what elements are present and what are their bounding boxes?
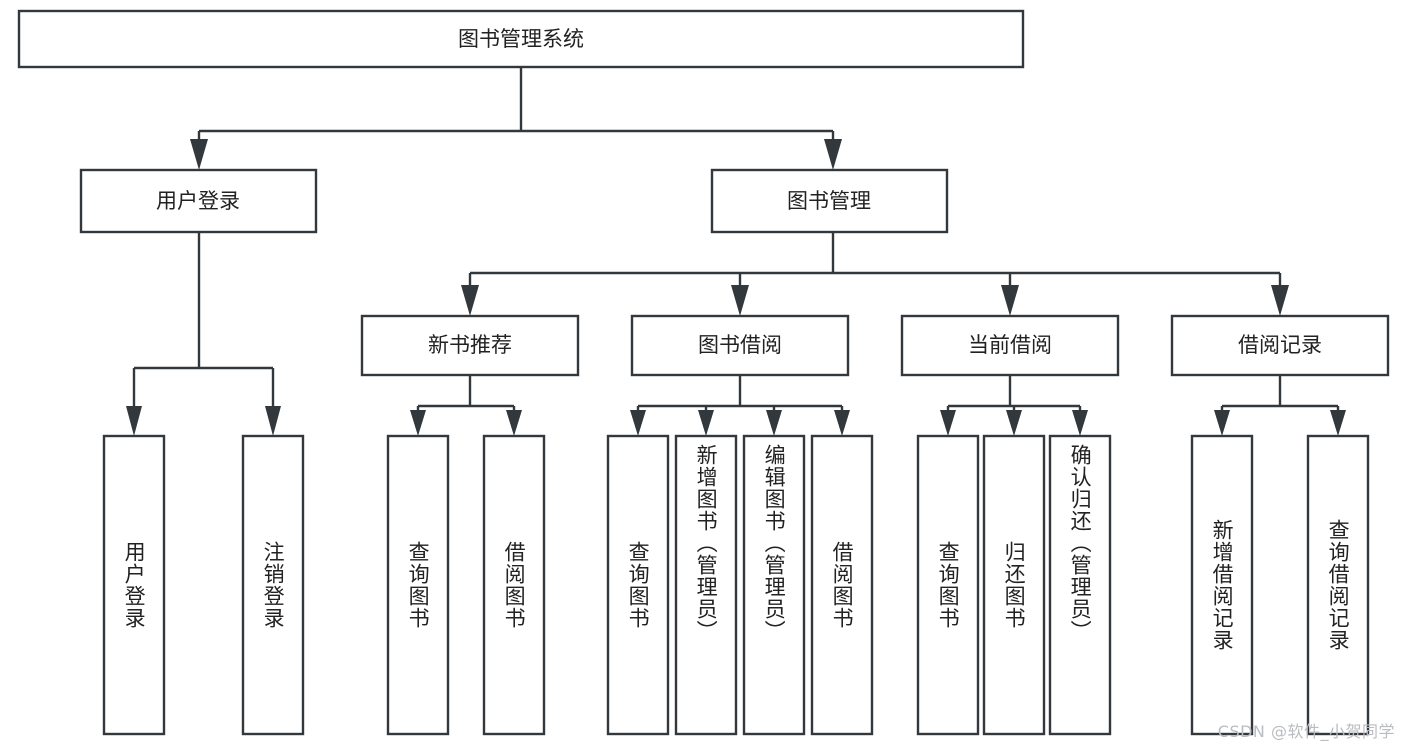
node-label-current-borrow: 当前借阅 bbox=[968, 333, 1052, 357]
node-book-management[interactable]: 图书管理 bbox=[710, 168, 949, 234]
arrow-head-leaf-borrow-book-1 bbox=[506, 410, 522, 436]
node-box-borrow-record[interactable] bbox=[1170, 314, 1390, 377]
connector-group-new-book-recommend bbox=[410, 375, 522, 436]
node-box-root[interactable] bbox=[17, 9, 1025, 69]
arrow-head-leaf-borrow-book-2 bbox=[834, 410, 850, 436]
node-label-borrow-record: 借阅记录 bbox=[1238, 333, 1322, 357]
node-book-borrow[interactable]: 图书借阅 bbox=[630, 314, 850, 377]
arrow-head-book-management bbox=[824, 139, 842, 170]
node-box-leaf-user-login[interactable] bbox=[102, 434, 166, 736]
node-box-current-borrow[interactable] bbox=[900, 314, 1120, 377]
arrow-head-leaf-query-book-3 bbox=[940, 410, 956, 436]
node-box-leaf-edit-book[interactable] bbox=[742, 434, 806, 736]
arrow-head-user-login bbox=[190, 139, 208, 170]
arrow-head-leaf-confirm-return bbox=[1072, 410, 1088, 436]
node-box-new-book-recommend[interactable] bbox=[360, 314, 580, 377]
node-box-leaf-add-record[interactable] bbox=[1190, 434, 1254, 736]
node-box-leaf-query-book-2[interactable] bbox=[606, 434, 670, 736]
node-current-borrow[interactable]: 当前借阅 bbox=[900, 314, 1120, 377]
connector-group-book-borrow bbox=[630, 375, 850, 436]
node-box-leaf-borrow-book-1[interactable] bbox=[482, 434, 546, 736]
csdn-watermark: CSDN @软件_小贺同学 bbox=[1217, 722, 1395, 741]
arrow-head-leaf-query-book-2 bbox=[630, 410, 646, 436]
arrow-head-leaf-user-login bbox=[126, 406, 142, 436]
arrow-head-book-borrow bbox=[731, 285, 749, 316]
arrow-head-leaf-logout-login bbox=[265, 406, 281, 436]
connector-group-book-management bbox=[461, 232, 1289, 316]
arrow-head-leaf-add-record bbox=[1214, 410, 1230, 436]
node-box-leaf-confirm-return[interactable] bbox=[1048, 434, 1112, 736]
node-borrow-record[interactable]: 借阅记录 bbox=[1170, 314, 1390, 377]
node-box-leaf-logout-login[interactable] bbox=[241, 434, 305, 736]
node-label-new-book-recommend: 新书推荐 bbox=[428, 333, 512, 357]
connector-group-current-borrow bbox=[940, 375, 1088, 436]
node-box-leaf-query-record[interactable] bbox=[1306, 434, 1370, 736]
node-box-leaf-query-book-3[interactable] bbox=[916, 434, 980, 736]
node-label-book-borrow: 图书借阅 bbox=[698, 333, 782, 357]
node-box-book-management[interactable] bbox=[710, 168, 949, 234]
arrow-head-leaf-query-book-1 bbox=[410, 410, 426, 436]
node-new-book-recommend[interactable]: 新书推荐 bbox=[360, 314, 580, 377]
arrow-head-new-book-recommend bbox=[461, 285, 479, 316]
connector-group-borrow-record bbox=[1214, 375, 1346, 436]
arrow-head-leaf-query-record bbox=[1330, 410, 1346, 436]
node-label-book-management: 图书管理 bbox=[787, 189, 871, 213]
node-label-user-login: 用户登录 bbox=[156, 189, 240, 213]
arrow-head-leaf-edit-book bbox=[766, 410, 782, 436]
node-box-book-borrow[interactable] bbox=[630, 314, 850, 377]
node-box-leaf-borrow-book-2[interactable] bbox=[810, 434, 874, 736]
node-box-leaf-query-book-1[interactable] bbox=[386, 434, 450, 736]
node-label-root: 图书管理系统 bbox=[458, 27, 584, 51]
node-box-user-login[interactable] bbox=[79, 168, 318, 234]
arrow-head-leaf-return-book bbox=[1006, 410, 1022, 436]
arrow-head-current-borrow bbox=[1001, 285, 1019, 316]
node-box-leaf-return-book[interactable] bbox=[982, 434, 1046, 736]
connector-group-root bbox=[190, 67, 842, 170]
connector-group-user-login bbox=[126, 232, 281, 436]
node-box-leaf-add-book[interactable] bbox=[674, 434, 738, 736]
arrow-head-borrow-record bbox=[1271, 285, 1289, 316]
node-user-login[interactable]: 用户登录 bbox=[79, 168, 318, 234]
arrow-head-leaf-add-book bbox=[698, 410, 714, 436]
node-book-management-system[interactable]: 图书管理系统 bbox=[17, 9, 1025, 69]
